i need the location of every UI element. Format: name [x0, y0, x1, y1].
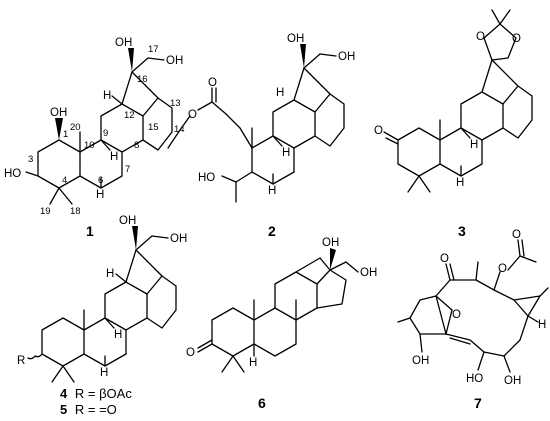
atom-o: O [208, 77, 217, 89]
atom-r: R [17, 355, 25, 367]
atom-oh: OH [412, 355, 429, 367]
structure-2: OH OH O O HO H H H 2 [167, 33, 355, 239]
atom-oh: OH [50, 107, 67, 119]
compound-number: 2 [268, 223, 276, 239]
atom-oh: OH [322, 237, 339, 249]
atom-oh: OH [504, 375, 521, 387]
atom-h: H [282, 147, 290, 159]
caption-text: R = βOAc [75, 386, 132, 401]
locant: 3 [28, 154, 33, 165]
compound-number: 3 [458, 223, 466, 239]
atom-h: H [456, 177, 464, 189]
atom-o: O [440, 253, 449, 265]
atom-h: H [114, 329, 122, 341]
atom-o: O [374, 125, 383, 137]
compound-number: 1 [86, 223, 94, 239]
caption-text: R = =O [75, 402, 117, 417]
structure-6: OH OH O H 6 [186, 237, 377, 411]
compound-number: 5 [60, 402, 67, 417]
atom-h: H [268, 185, 276, 197]
atom-h: H [110, 151, 118, 163]
structure-4: OH OH R H H H 4 R = βOAc 5 R = =O [17, 215, 187, 417]
structure-1: OH OH OH HO H H H 1 3 4 6 7 8 9 10 12 13… [4, 37, 185, 239]
locant: 17 [148, 44, 159, 55]
atom-o: O [512, 229, 521, 241]
locant: 8 [134, 140, 139, 151]
compound-number: 7 [474, 395, 482, 411]
atom-oh: OH [170, 233, 187, 245]
compound-number: 6 [258, 395, 266, 411]
atom-h: H [106, 268, 114, 280]
locant: 1 [63, 129, 68, 140]
locant: 16 [137, 74, 148, 85]
locant: 19 [40, 206, 51, 217]
locant: 7 [125, 164, 130, 175]
locant: 6 [98, 175, 103, 186]
atom-h: H [96, 189, 104, 201]
atom-ho: HO [466, 373, 483, 385]
locant: 13 [170, 98, 181, 109]
atom-o: O [452, 309, 461, 321]
atom-oh: OH [360, 267, 377, 279]
atom-o: O [498, 263, 507, 275]
atom-ho: HO [4, 168, 21, 180]
atom-h: H [103, 90, 111, 102]
locant: 9 [103, 128, 108, 139]
compound-number: 4 [60, 386, 68, 401]
caption-5: 5 R = =O [60, 402, 117, 417]
atom-h: H [249, 357, 257, 369]
structure-7: O O O O OH HO OH H 7 [397, 229, 549, 411]
atom-h: H [276, 87, 284, 99]
atom-oh: OH [115, 37, 132, 49]
atom-oh: OH [119, 215, 136, 227]
atom-oh: OH [287, 33, 304, 45]
locant: 18 [70, 206, 81, 217]
atom-h: H [470, 139, 478, 151]
locant: 10 [84, 140, 95, 151]
locant: 15 [148, 122, 159, 133]
structure-3: O O O H H 3 [374, 9, 533, 239]
locant: 20 [70, 122, 81, 133]
locant: 4 [62, 175, 67, 186]
atom-h: H [538, 319, 546, 331]
atom-o: O [188, 109, 197, 121]
atom-oh: OH [338, 51, 355, 63]
caption-4: 4 R = βOAc [60, 386, 132, 401]
atom-o: O [476, 31, 485, 43]
atom-h: H [100, 367, 108, 379]
atom-ho: HO [198, 172, 215, 184]
atom-o: O [512, 33, 521, 45]
locant: 12 [124, 110, 135, 121]
atom-oh: OH [166, 55, 183, 67]
atom-o: O [186, 347, 195, 359]
locant: 14 [174, 124, 185, 135]
